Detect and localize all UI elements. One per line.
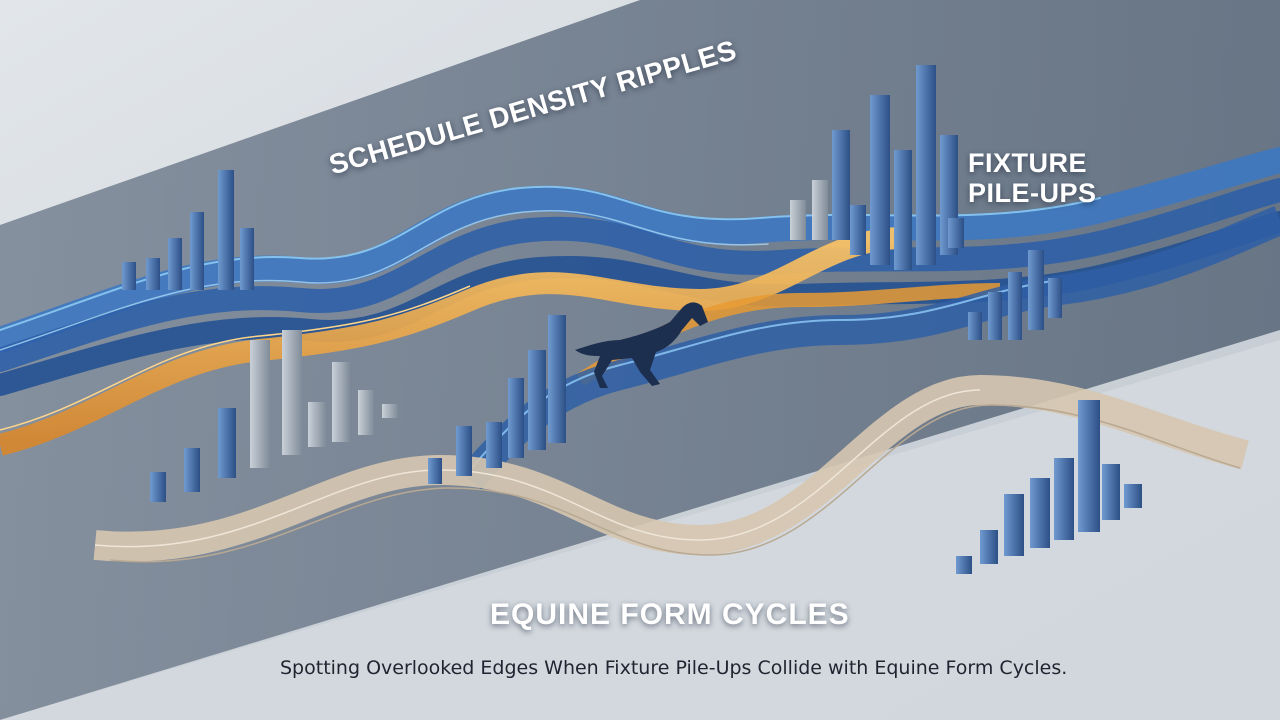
equine-form-wave <box>93 374 1249 563</box>
equine-form-label: EQUINE FORM CYCLES <box>490 598 850 631</box>
fixture-pileups-label: FIXTURE PILE-UPS <box>968 148 1097 208</box>
bar-cluster-right <box>968 250 1062 340</box>
bar-cluster-bottom-right <box>956 400 1142 574</box>
caption: Spotting Overlooked Edges When Fixture P… <box>280 657 1068 679</box>
running-horse-icon <box>575 302 708 388</box>
bar-cluster-fixture <box>790 65 964 270</box>
bar-cluster-left-top <box>122 170 254 290</box>
bar-cluster-left-bottom <box>150 330 398 502</box>
bar-cluster-center <box>428 315 566 484</box>
